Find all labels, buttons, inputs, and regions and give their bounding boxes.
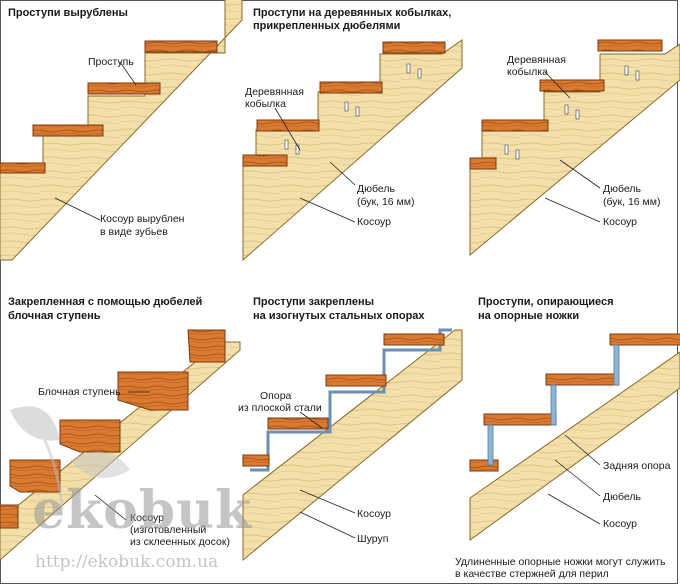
label-stringer-notched-2: в виде зубьев [100, 226, 168, 238]
label-dowel-spec: (бук, 16 мм) [603, 196, 661, 208]
panel-5-title-line-1: Проступи закреплены [253, 296, 374, 308]
caption-line-2: в качестве стержней для перил [455, 568, 609, 580]
label-screw: Шуруп [357, 533, 389, 545]
caption-line-1: Удлиненные опорные ножки могут служить [455, 556, 666, 568]
panel-4-drawing [0, 329, 241, 561]
label-dowel: Дюбель [603, 183, 641, 195]
watermark-url: http://ekobuk.com.ua [35, 552, 219, 572]
label-wooden-cleat-2: кобылка [245, 98, 286, 110]
watermark-leaf-logo [10, 406, 130, 511]
label-stringer: Косоур [603, 518, 638, 530]
label-wooden-cleat-1: Деревянная [507, 54, 566, 66]
label-stringer-notched-1: Косоур вырублен [100, 213, 185, 225]
panel-1-drawing [0, 0, 243, 261]
label-stringer-note-2: из склеенных досок) [130, 536, 230, 548]
panel-4-title-line-1: Закрепленная с помощью дюбелей [8, 296, 203, 308]
label-tread: Проступь [88, 56, 134, 68]
label-steel-support-2: из плоской стали [238, 402, 322, 414]
label-dowel: Дюбель [603, 491, 641, 503]
label-block-step: Блочная ступень [38, 386, 121, 398]
label-stringer: Косоур [603, 216, 638, 228]
panel-3-drawing [469, 39, 680, 257]
panel-5-drawing [242, 328, 463, 562]
label-wooden-cleat-2: кобылка [507, 66, 548, 78]
label-dowel: Дюбель [357, 183, 395, 195]
panel-1-title: Проступи вырублены [8, 7, 128, 19]
panel-5-title-line-2: на изогнутых стальных опорах [253, 310, 425, 322]
label-rear-support: Задняя опора [603, 460, 671, 472]
panel-2-title-line-1: Проступи на деревянных кобылках, [253, 7, 452, 19]
panel-6-title-line-2: на опорные ножки [478, 310, 580, 322]
label-stringer: Косоур [357, 216, 392, 228]
label-stringer: Косоур [130, 512, 165, 524]
label-dowel-spec: (бук, 16 мм) [357, 196, 415, 208]
panel-6-title-line-1: Проступи, опирающиеся [478, 296, 614, 308]
panel-6-drawing [469, 333, 680, 541]
label-wooden-cleat-1: Деревянная [245, 86, 304, 98]
panel-2-drawing [242, 39, 463, 262]
watermark-brand: ekobuk [32, 480, 252, 541]
panel-2-title-line-2: прикрепленных дюбелями [253, 20, 401, 32]
label-stringer: Косоур [357, 508, 392, 520]
label-steel-support-1: Опора [260, 390, 292, 402]
label-stringer-note-1: (изготовленный [130, 524, 207, 536]
panel-4-title-line-2: блочная ступень [8, 310, 101, 322]
